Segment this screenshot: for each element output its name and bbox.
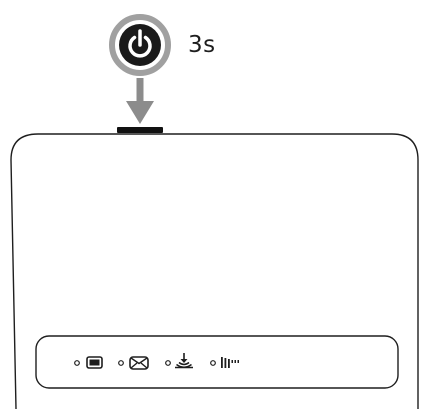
- power-button[interactable]: [117, 127, 163, 133]
- indicator-wifi: [165, 353, 193, 369]
- device-body: [10, 133, 419, 409]
- indicator-sms: [118, 356, 149, 370]
- indicator-signal: [210, 357, 239, 368]
- press-arrow: [126, 78, 154, 124]
- envelope-icon: [129, 356, 149, 370]
- signal-bars-icon: [221, 357, 239, 368]
- battery-icon: [86, 356, 103, 369]
- hold-duration-label: 3s: [188, 32, 216, 58]
- led-dot: [74, 360, 80, 366]
- wifi-icon: [175, 353, 193, 369]
- led-dot: [165, 360, 171, 366]
- led-dot: [210, 360, 216, 366]
- led-dot: [118, 360, 124, 366]
- indicator-panel: [35, 335, 399, 389]
- indicator-battery: [74, 356, 103, 369]
- power-icon: [109, 14, 171, 76]
